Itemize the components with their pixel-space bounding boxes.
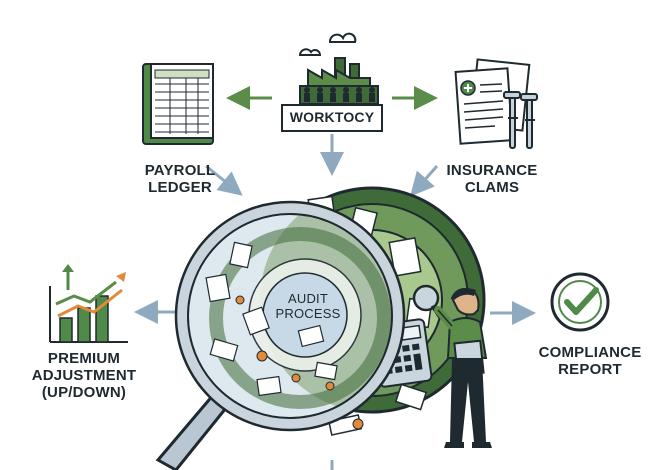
compliance-label-line-2: REPORT xyxy=(558,361,622,378)
premium-adjustment-label: PREMIUM ADJUSTMENT (UP/DOWN) xyxy=(22,350,146,401)
ledger-book-icon xyxy=(142,63,214,145)
audit-label-line-1: AUDIT xyxy=(288,291,328,306)
crutches-icon xyxy=(503,91,538,149)
insurance-label-line-1: INSURANCE xyxy=(446,162,538,179)
payroll-label-line-2: LEDGER xyxy=(148,179,212,196)
audit-process-label: AUDIT PROCESS xyxy=(258,291,358,321)
worktocy-text: WORKTOCY xyxy=(289,109,375,125)
audit-label-line-2: PROCESS xyxy=(275,306,341,321)
insurance-claims-label: INSURANCE CLAMS xyxy=(432,162,552,196)
premium-label-line-1: PREMIUM xyxy=(47,350,121,367)
checkmark-badge-icon xyxy=(550,272,610,332)
payroll-ledger-label: PAYROLL LEDGER xyxy=(120,162,240,196)
magnifying-glass-icon xyxy=(155,200,406,470)
premium-label-line-2: ADJUSTMENT xyxy=(31,367,137,384)
worktocy-label-box xyxy=(281,104,383,132)
worktocy-label: WORKTOCY xyxy=(282,109,382,126)
flow-arrows xyxy=(134,86,536,470)
trend-chart-icon xyxy=(49,264,128,343)
premium-label-line-3: (UP/DOWN) xyxy=(41,384,127,401)
auditor-person-icon xyxy=(412,284,492,448)
payroll-label-line-1: PAYROLL xyxy=(144,162,216,179)
factory-icon xyxy=(298,32,379,105)
compliance-label-line-1: COMPLIANCE xyxy=(538,344,642,361)
compliance-report-label: COMPLIANCE REPORT xyxy=(520,344,660,378)
insurance-claim-icon xyxy=(454,58,531,145)
insurance-label-line-2: CLAMS xyxy=(464,179,520,196)
